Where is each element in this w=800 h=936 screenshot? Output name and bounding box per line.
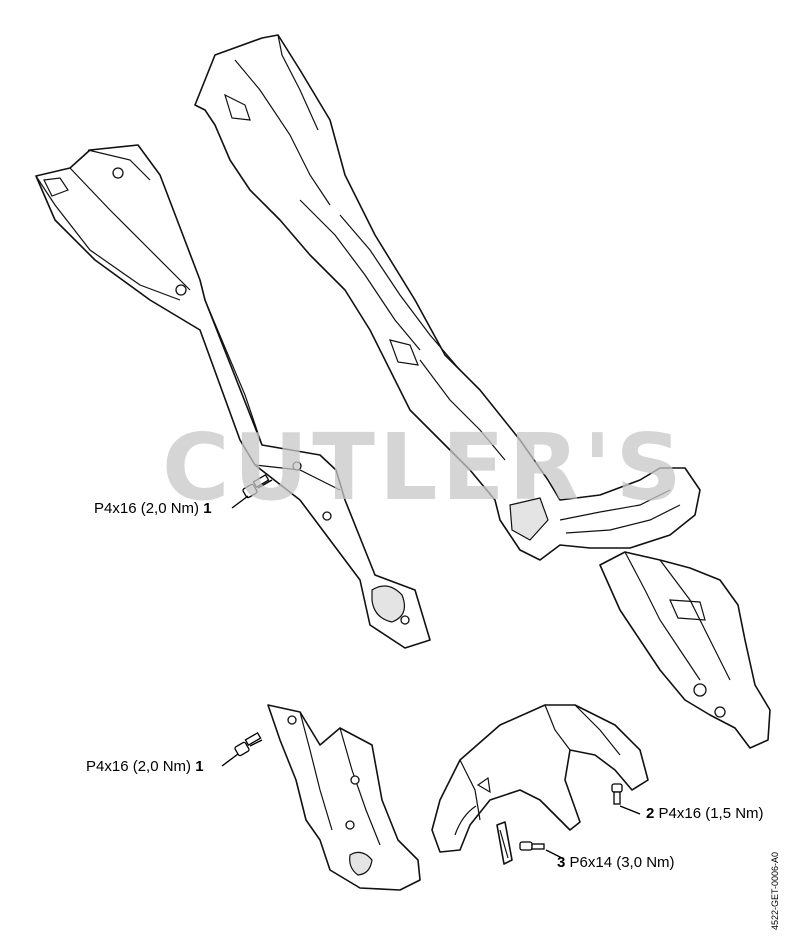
leader-line-3	[545, 849, 563, 859]
callout-number: 3	[557, 854, 566, 871]
leader-line-1-lower	[221, 753, 239, 767]
callout-2: 2 P4x16 (1,5 Nm)	[646, 805, 764, 823]
callout-3: 3 P6x14 (3,0 Nm)	[557, 854, 675, 872]
drawing-reference-code: 4522-GET-0006-A0	[770, 851, 780, 930]
callout-spec: P4x16 (2,0 Nm)	[86, 758, 192, 775]
motor-cover-part	[599, 551, 771, 749]
watermark-text: CUTLER'S	[162, 414, 686, 521]
callout-spec: P4x16 (1,5 Nm)	[658, 805, 764, 822]
screw-1-lower	[234, 732, 263, 757]
clip-part	[496, 821, 513, 865]
callout-spec: P6x14 (3,0 Nm)	[569, 854, 675, 871]
callout-number: 1	[195, 758, 204, 775]
left-housing-shell	[35, 144, 431, 649]
screw-3	[519, 841, 545, 851]
leader-line-2	[619, 805, 641, 815]
lower-left-cover-part	[267, 704, 421, 891]
callout-number: 1	[203, 500, 212, 517]
callout-number: 2	[646, 805, 655, 822]
leader-line-1-upper	[231, 495, 249, 509]
screw-1-upper	[242, 474, 273, 499]
callout-1-upper: P4x16 (2,0 Nm) 1	[94, 500, 212, 518]
callout-1-lower: P4x16 (2,0 Nm) 1	[86, 758, 204, 776]
right-housing-shell	[194, 34, 701, 561]
guard-cover-part	[431, 704, 649, 853]
screw-2	[611, 783, 623, 805]
callout-spec: P4x16 (2,0 Nm)	[94, 500, 200, 517]
